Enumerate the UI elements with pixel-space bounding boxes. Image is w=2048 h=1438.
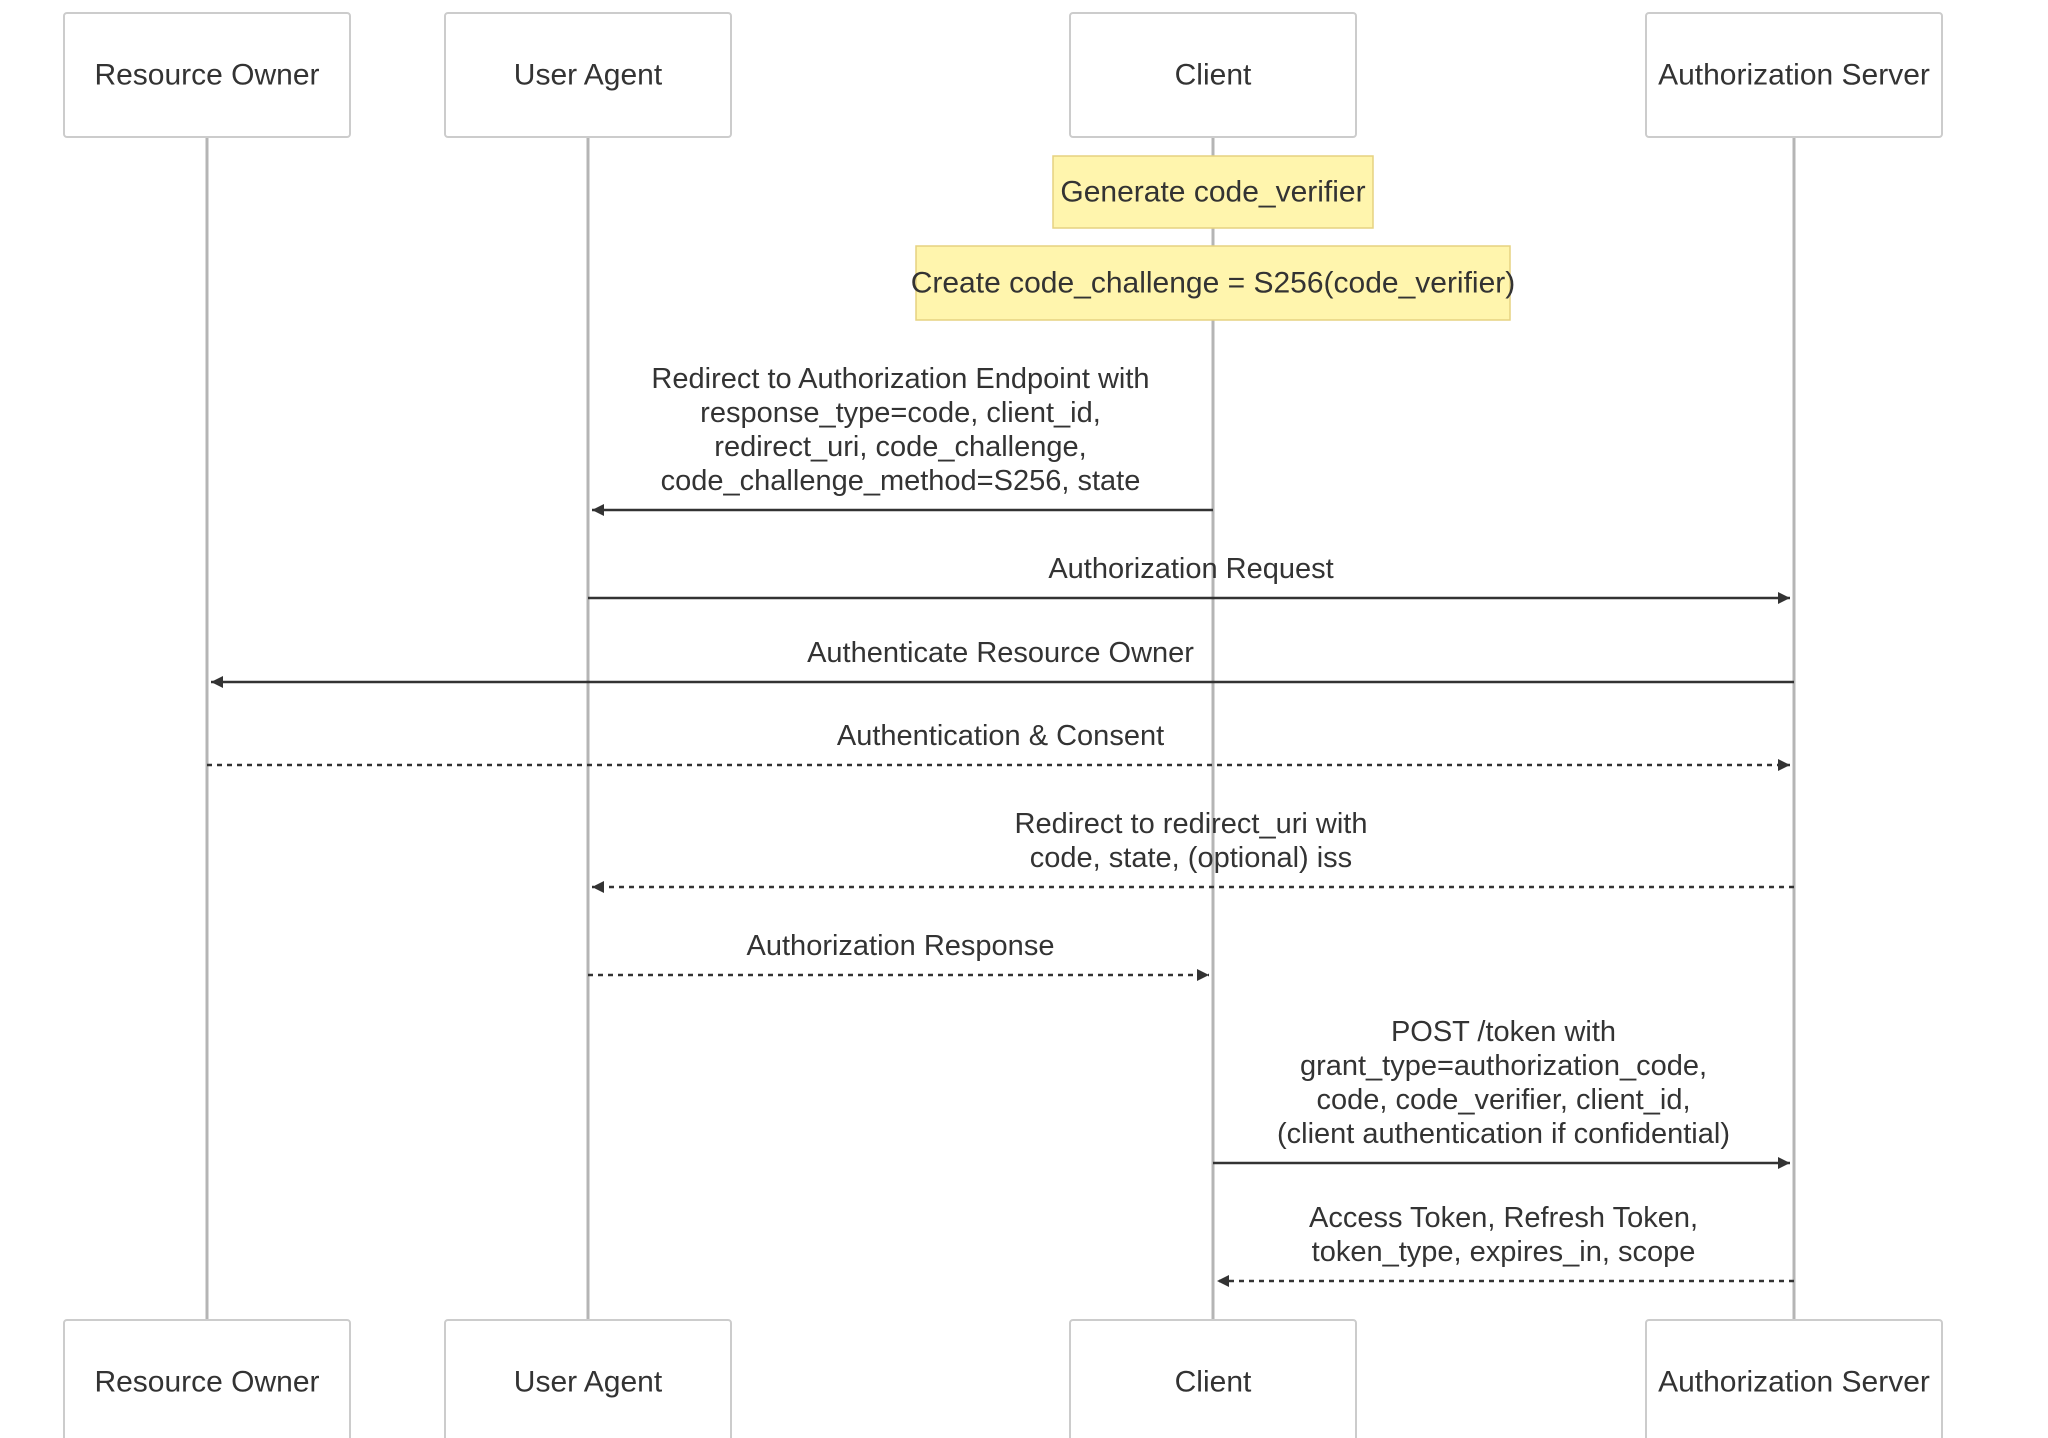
message-7-client-to-authorization-server: POST /token withgrant_type=authorization…: [1213, 1016, 1790, 1169]
message-label-line: token_type, expires_in, scope: [1312, 1236, 1696, 1268]
actor-label: Authorization Server: [1658, 1366, 1930, 1399]
actors-top: Resource Owner User Agent Client Authorizat…: [63, 12, 1943, 138]
actor-box: [444, 12, 732, 138]
message-8-authorization-server-to-client: Access Token, Refresh Token,token_type, …: [1217, 1202, 1794, 1287]
message-1-client-to-user-agent: Redirect to Authorization Endpoint withr…: [592, 363, 1213, 516]
note-1: Generate code_verifier: [1052, 155, 1374, 229]
message-label-line: Authorization Response: [747, 930, 1055, 962]
lifelines: [205, 137, 1796, 1320]
note-box: [1052, 155, 1374, 229]
actor-box: [1645, 1319, 1943, 1438]
actor-label: Resource Owner: [94, 1366, 319, 1399]
actor-label: Client: [1175, 59, 1252, 92]
actor-box: [63, 12, 351, 138]
message-label-line: Authorization Request: [1048, 553, 1333, 585]
note-box: [915, 245, 1511, 321]
messages: Redirect to Authorization Endpoint withr…: [207, 363, 1794, 1287]
message-label-line: redirect_uri, code_challenge,: [714, 431, 1086, 463]
message-label-line: Authentication & Consent: [837, 720, 1164, 752]
actor-box: [1645, 12, 1943, 138]
note-2: Create code_challenge = S256(code_verifi…: [911, 245, 1516, 321]
actor-authorization-server-top: Authorization Server: [1645, 12, 1943, 138]
message-6-user-agent-to-client: Authorization Response: [588, 930, 1209, 981]
message-label-line: POST /token with: [1391, 1016, 1616, 1048]
actor-box: [63, 1319, 351, 1438]
actor-label: User Agent: [514, 59, 663, 92]
actor-box: [1069, 1319, 1357, 1438]
actor-resource-owner-top: Resource Owner: [63, 12, 351, 138]
note-text: Generate code_verifier: [1060, 176, 1365, 209]
message-label-line: code, code_verifier, client_id,: [1317, 1084, 1691, 1116]
actor-label: Client: [1175, 1366, 1252, 1399]
message-label-line: (client authentication if confidential): [1277, 1118, 1730, 1150]
message-label-line: Access Token, Refresh Token,: [1309, 1202, 1698, 1234]
actor-user-agent-top: User Agent: [444, 12, 732, 138]
message-label-line: code, state, (optional) iss: [1030, 842, 1352, 874]
message-label-line: Redirect to redirect_uri with: [1015, 808, 1368, 840]
message-4-resource-owner-to-authorization-server: Authentication & Consent: [207, 720, 1790, 771]
actor-resource-owner-bottom: Resource Owner: [63, 1319, 351, 1438]
message-label-line: Redirect to Authorization Endpoint with: [651, 363, 1149, 395]
note-text: Create code_challenge = S256(code_verifi…: [911, 267, 1516, 300]
actor-authorization-server-bottom: Authorization Server: [1645, 1319, 1943, 1438]
actor-box: [444, 1319, 732, 1438]
actors-bottom: Resource Owner User Agent Client Authorizat…: [63, 1319, 1943, 1438]
message-label-line: grant_type=authorization_code,: [1300, 1050, 1707, 1082]
actor-label: Authorization Server: [1658, 59, 1930, 92]
actor-label: Resource Owner: [94, 59, 319, 92]
actor-label: User Agent: [514, 1366, 663, 1399]
message-label-line: Authenticate Resource Owner: [807, 637, 1194, 669]
message-3-authorization-server-to-resource-owner: Authenticate Resource Owner: [211, 637, 1794, 688]
actor-user-agent-bottom: User Agent: [444, 1319, 732, 1438]
actor-client-top: Client: [1069, 12, 1357, 138]
message-label-line: response_type=code, client_id,: [700, 397, 1101, 429]
actor-box: [1069, 12, 1357, 138]
actor-client-bottom: Client: [1069, 1319, 1357, 1438]
message-label-line: code_challenge_method=S256, state: [661, 465, 1141, 497]
message-2-user-agent-to-authorization-server: Authorization Request: [588, 553, 1790, 604]
